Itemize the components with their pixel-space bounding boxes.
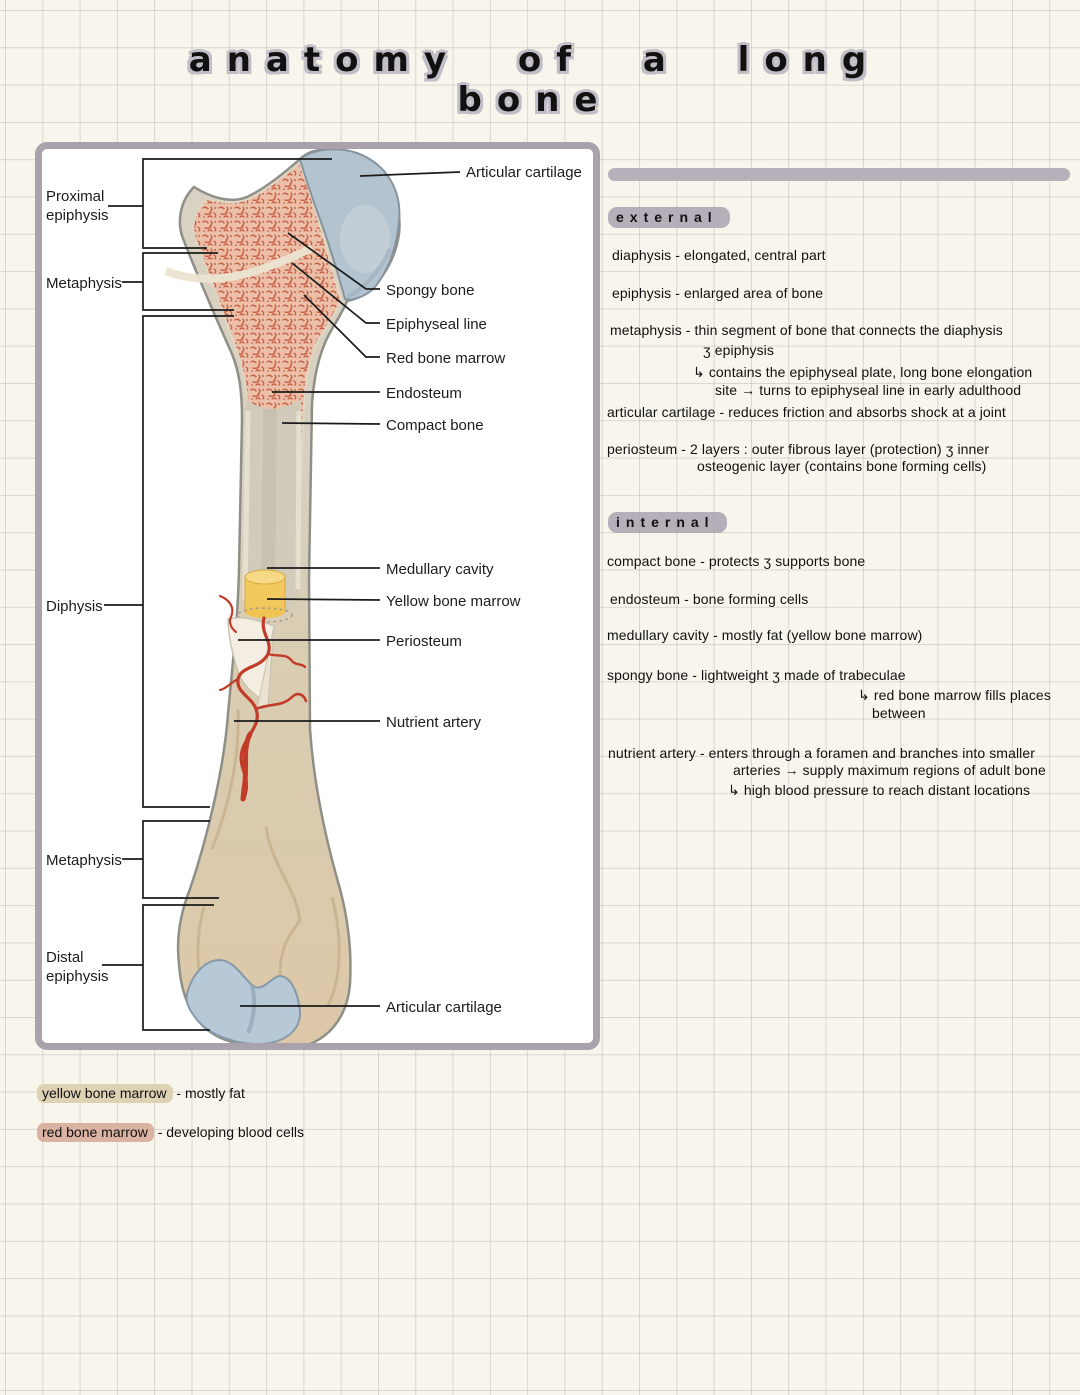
note-articular-cartilage: articular cartilage - reduces friction a…: [607, 404, 1006, 420]
articular-cartilage-bottom: [185, 958, 302, 1043]
label-metaphysis-lower: Metaphysis: [46, 852, 122, 869]
footnote-yellow-marrow: yellow bone marrow - mostly fat: [37, 1084, 245, 1103]
note-periosteum-cont: osteogenic layer (contains bone forming …: [697, 458, 987, 474]
external-heading: external: [608, 207, 730, 228]
label-distal-epiphysis: Distal epiphysis: [46, 949, 109, 985]
note-compact-bone: compact bone - protects ʒ supports bone: [607, 553, 866, 569]
note-spongy-sub2: between: [872, 705, 926, 721]
epiphyseal-line-band: [164, 244, 314, 283]
internal-heading: internal: [608, 512, 727, 533]
leader-lines: [234, 171, 461, 1007]
note-diaphysis: diaphysis - elongated, central part: [612, 247, 826, 263]
note-spongy-bone: spongy bone - lightweight ʒ made of trab…: [607, 667, 906, 683]
note-medullary-cavity: medullary cavity - mostly fat (yellow bo…: [607, 627, 923, 643]
label-epiphyseal-line: Epiphyseal line: [386, 316, 487, 333]
label-spongy-bone: Spongy bone: [386, 282, 475, 299]
yellow-marrow-highlight: yellow bone marrow: [37, 1084, 173, 1103]
note-metaphysis-cont: ʒ epiphysis: [703, 342, 774, 358]
label-nutrient-artery: Nutrient artery: [386, 714, 482, 731]
label-red-bone-marrow: Red bone marrow: [386, 350, 506, 367]
note-epiphysis: epiphysis - enlarged area of bone: [612, 285, 824, 301]
page-title: anatomy of a long bone: [188, 40, 882, 120]
bone-diagram: Proximal epiphysis Metaphysis Diphysis M…: [42, 149, 593, 1043]
note-periosteum: periosteum - 2 layers : outer fibrous la…: [607, 441, 990, 457]
note-nutrient-artery: nutrient artery - enters through a foram…: [608, 745, 1036, 761]
nutrient-artery: [218, 594, 308, 802]
label-periosteum: Periosteum: [386, 633, 462, 650]
label-articular-cartilage-bottom: Articular cartilage: [386, 999, 502, 1016]
cavity-rim-dotted: [237, 607, 293, 623]
cartilage-sheen: [340, 205, 390, 273]
note-metaphysis-sub2: site → turns to epiphyseal line in early…: [715, 382, 1022, 398]
note-metaphysis: metaphysis - thin segment of bone that c…: [610, 322, 1003, 338]
note-nutrient-sub1: arteries → supply maximum regions of adu…: [733, 762, 1046, 778]
red-marrow-text: - developing blood cells: [153, 1124, 305, 1140]
label-diphysis: Diphysis: [46, 598, 103, 615]
label-compact-bone: Compact bone: [386, 417, 484, 434]
label-articular-cartilage-top: Articular cartilage: [466, 164, 582, 181]
label-metaphysis-upper: Metaphysis: [46, 275, 122, 292]
bone-diagram-frame: Proximal epiphysis Metaphysis Diphysis M…: [35, 142, 600, 1050]
note-nutrient-sub2: ↳ high blood pressure to reach distant l…: [728, 782, 1031, 798]
section-divider-bar: [608, 168, 1070, 181]
long-bone-illustration: [102, 149, 461, 1043]
note-spongy-sub1: ↳ red bone marrow fills places: [858, 687, 1051, 703]
label-endosteum: Endosteum: [386, 385, 462, 402]
label-yellow-bone-marrow: Yellow bone marrow: [386, 593, 521, 610]
footnote-red-marrow: red bone marrow - developing blood cells: [37, 1123, 305, 1142]
red-marrow-highlight: red bone marrow: [37, 1123, 154, 1142]
yellow-marrow-text: - mostly fat: [172, 1085, 245, 1101]
bracket-lines: [102, 158, 332, 1031]
note-endosteum: endosteum - bone forming cells: [610, 591, 809, 607]
label-proximal-epiphysis: Proximal epiphysis: [46, 188, 109, 224]
note-metaphysis-sub1: ↳ contains the epiphyseal plate, long bo…: [693, 364, 1033, 380]
label-medullary-cavity: Medullary cavity: [386, 561, 494, 578]
